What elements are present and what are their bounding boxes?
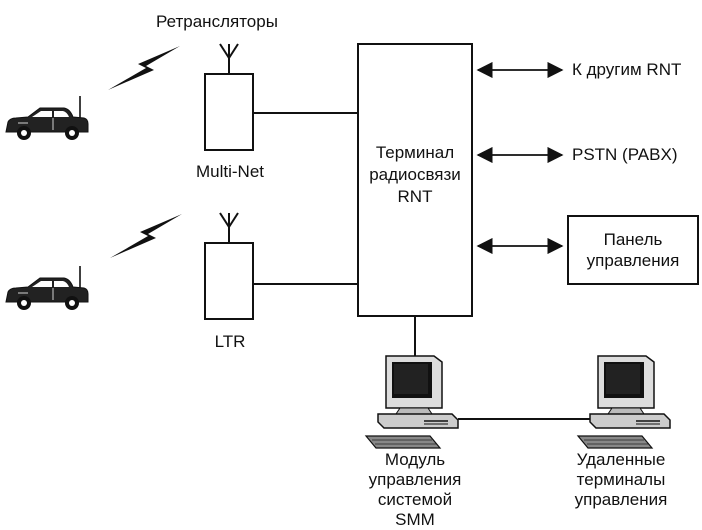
remote-terminals-label: Удаленные терминалы управления	[574, 450, 668, 509]
smm-module-label: Модуль управления системой SMM	[368, 450, 462, 529]
ltr-repeater	[204, 242, 254, 320]
antenna-icon	[219, 212, 239, 243]
lightning-signal-icon	[108, 46, 180, 90]
control-panel-box	[567, 215, 699, 285]
computer-workstation-icon	[577, 355, 671, 449]
pstn-label: PSTN (PABX)	[572, 145, 678, 164]
to-other-rnt-label: К другим RNT	[572, 60, 682, 79]
antenna-icon	[219, 43, 239, 74]
lightning-signal-icon	[110, 214, 182, 258]
computer-workstation-icon	[365, 355, 459, 449]
repeaters-label: Ретрансляторы	[156, 12, 278, 31]
rnt-terminal-box	[357, 43, 473, 317]
multi-net-label: Multi-Net	[195, 162, 264, 181]
car-icon	[5, 265, 89, 311]
control-panel-label: Панель управления	[586, 230, 680, 270]
ltr-label: LTR	[214, 332, 246, 351]
rnt-terminal-label: Терминал радиосвязи RNT	[369, 143, 461, 206]
car-icon	[5, 95, 89, 141]
multi-net-repeater	[204, 73, 254, 151]
